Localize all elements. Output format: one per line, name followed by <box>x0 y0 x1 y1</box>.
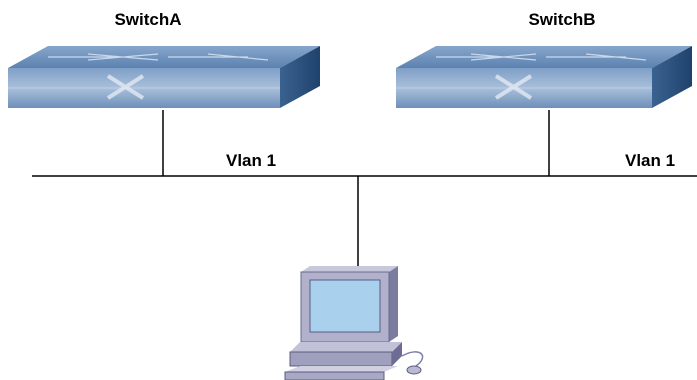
vlan-label-left: Vlan 1 <box>226 151 276 170</box>
switch-a-icon <box>8 46 320 108</box>
vlan-label-right: Vlan 1 <box>625 151 675 170</box>
switch-b-icon <box>396 46 692 108</box>
switch-a-label: SwitchA <box>114 10 181 29</box>
switch-b-label: SwitchB <box>528 10 595 29</box>
desktop-computer-icon <box>284 266 424 380</box>
